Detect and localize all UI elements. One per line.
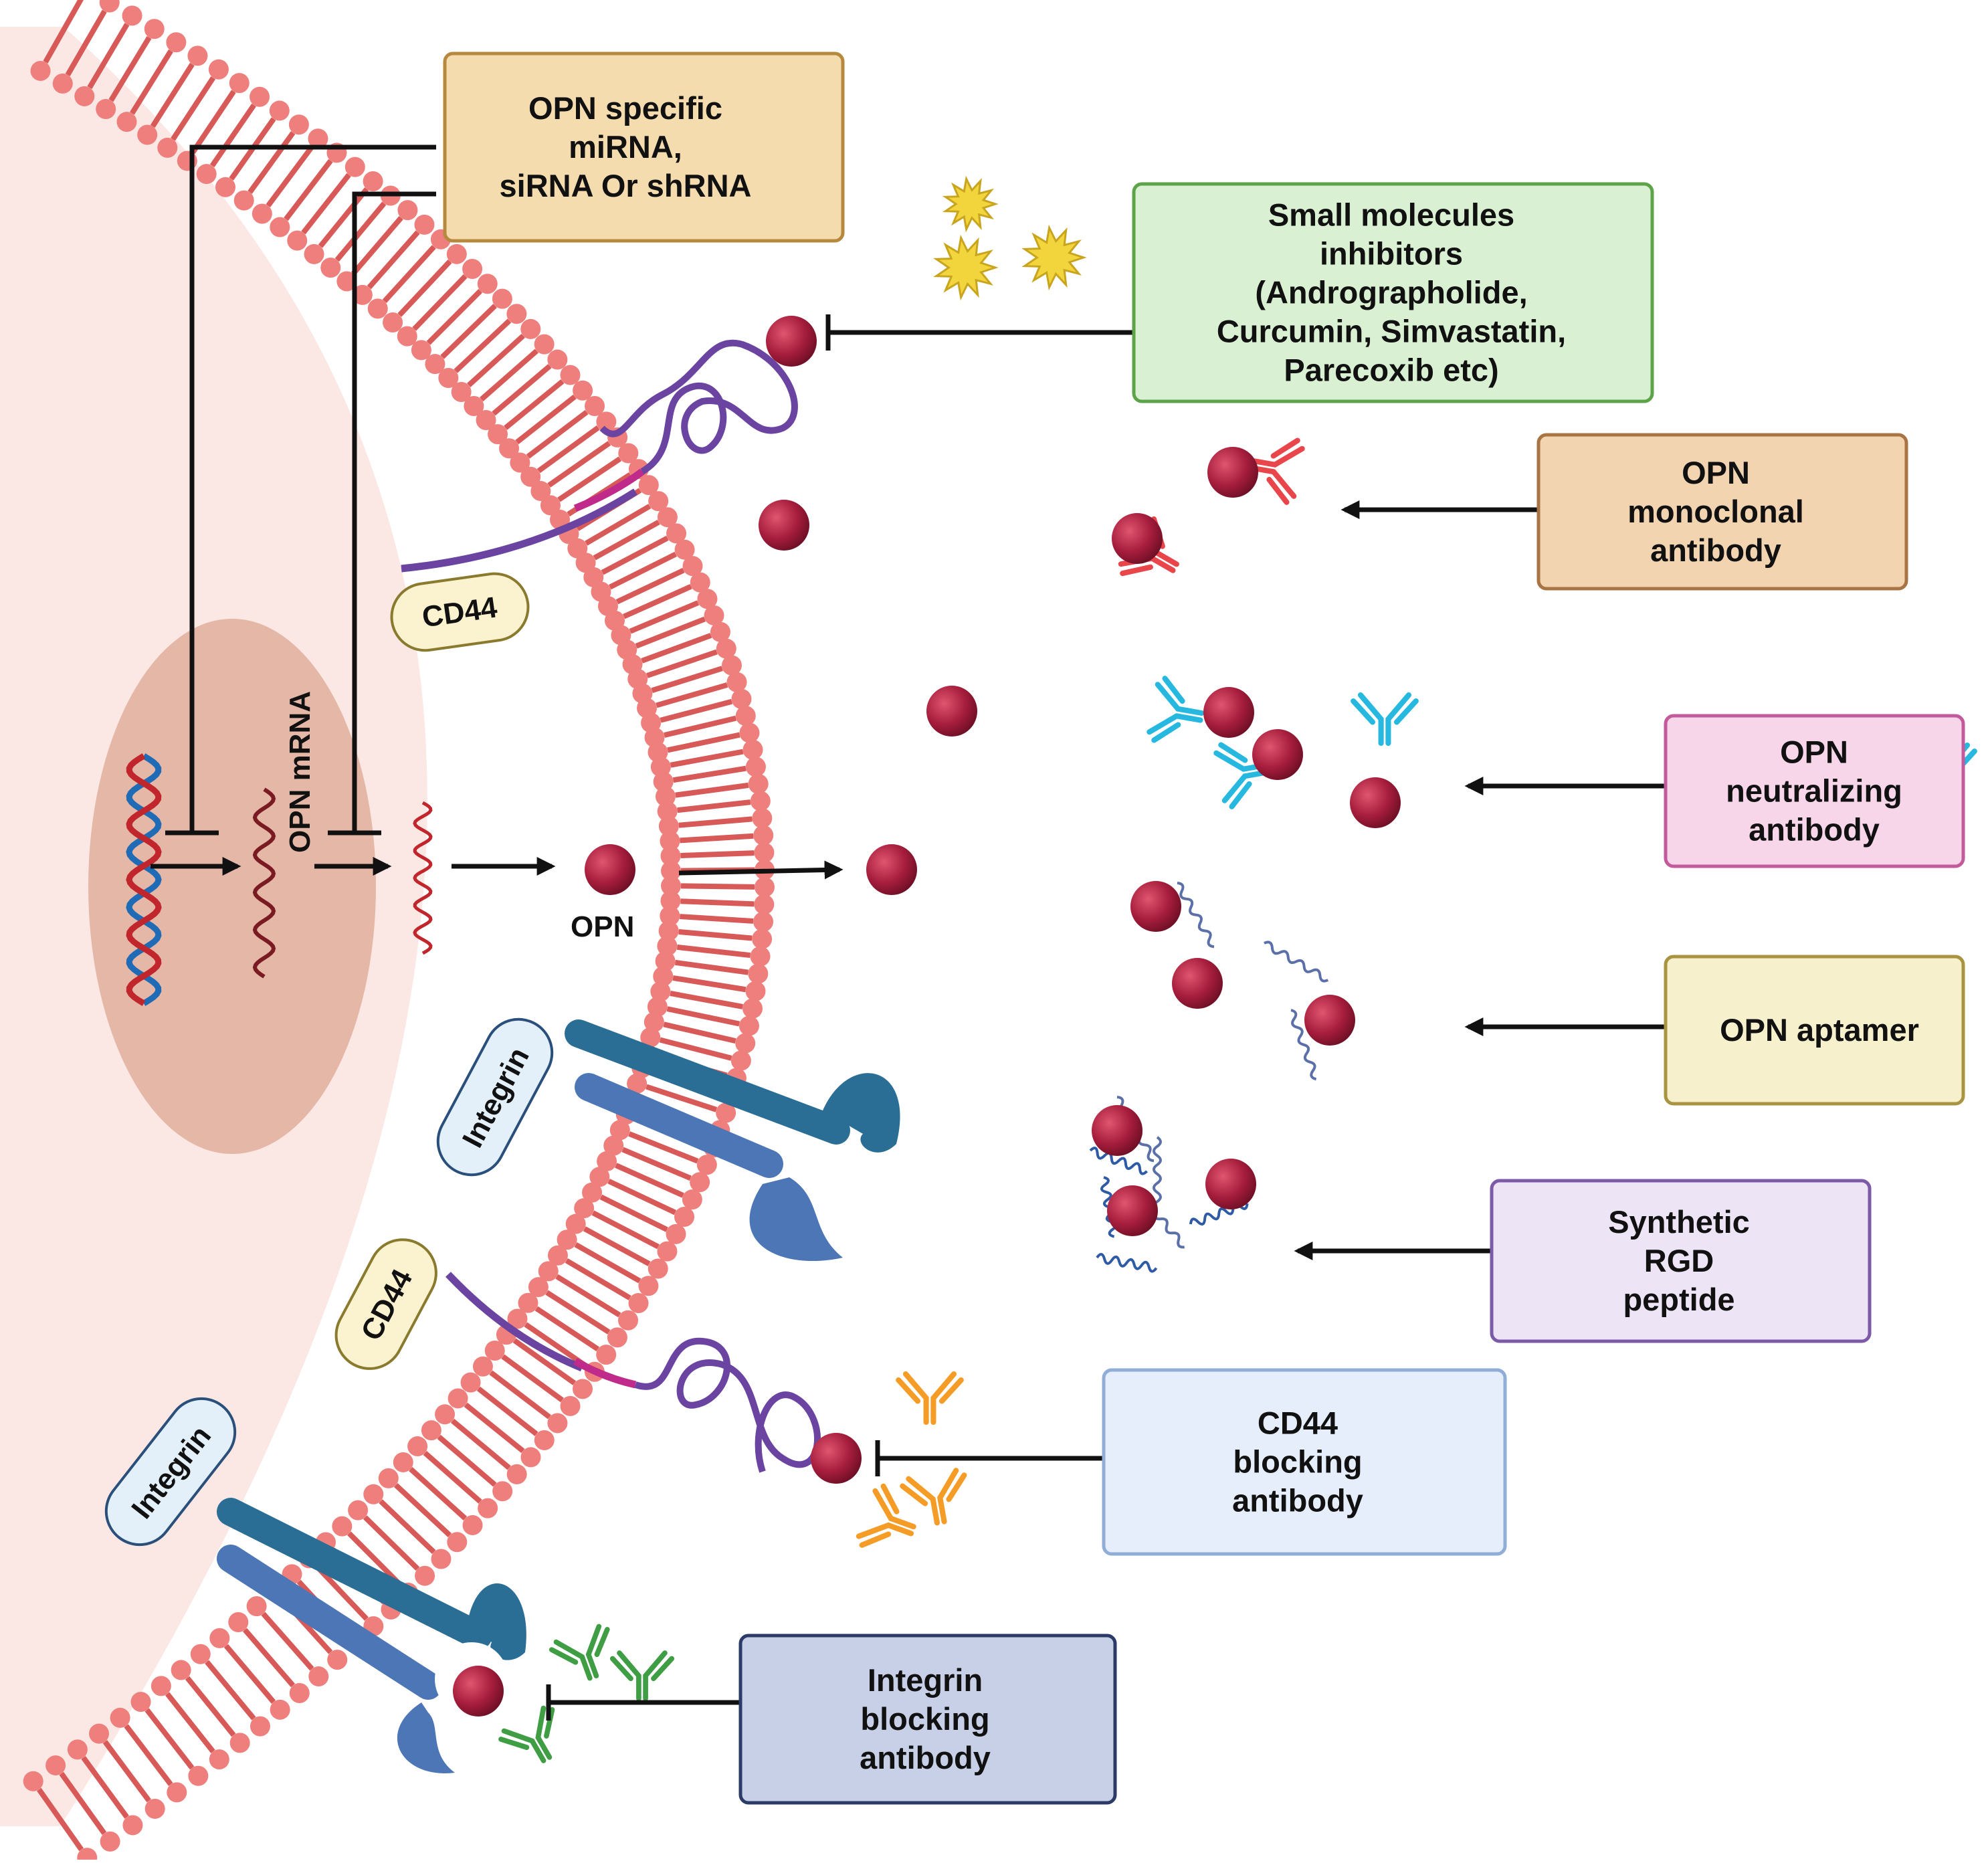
small-molecule-inhibitor-box-line-3: (Andrographolide,: [1255, 275, 1527, 310]
opn-label: OPN: [571, 910, 634, 943]
small-molecule-group: [933, 175, 1087, 301]
small-molecule-icon: [1021, 224, 1087, 291]
small-molecule-icon: [933, 234, 999, 301]
integrin-blocking-antibody-box-line-2: blocking: [860, 1701, 989, 1737]
nucleus: [88, 619, 376, 1154]
antibody-icon: [896, 1371, 964, 1426]
synthetic-rgd-peptide-box-line-1: Synthetic: [1608, 1204, 1750, 1240]
antibody-icon: [900, 1468, 967, 1526]
small-molecule-icon: [942, 175, 999, 233]
small-molecule-inhibitor-box-line-2: inhibitors: [1320, 236, 1463, 272]
opn-neutralizing-antibody-box-line-2: neutralizing: [1726, 773, 1902, 809]
mrna-icon: [252, 787, 276, 979]
opn-neutralizing-antibody-box-line-3: antibody: [1749, 812, 1880, 848]
opn-protein-icon: [1207, 447, 1258, 498]
antibody-icon: [609, 1650, 675, 1701]
transcription-arrows: [151, 857, 843, 880]
small-molecule-inhibitor-box-line-1: Small molecules: [1268, 197, 1514, 233]
opn-protein-icon: [1350, 777, 1401, 828]
opn-protein-icon: [1203, 687, 1254, 738]
rna-inhibitor-box-line-1: OPN specific: [528, 90, 722, 126]
inhibitor-lines: [546, 314, 1666, 1721]
rgd-peptide-icon: [1096, 1253, 1158, 1273]
dna-icon: [126, 753, 162, 1006]
opn-protein-icon: [1304, 995, 1355, 1046]
opn-protein-icon: [1205, 1159, 1256, 1209]
mrna-icon: [413, 801, 433, 955]
integrin-receptor-upper: [565, 1019, 900, 1262]
rgd-peptide-icon: [1089, 1147, 1148, 1175]
antibody-icon: [1147, 676, 1205, 743]
opn-protein-icon: [585, 844, 635, 895]
opn-protein-icon: [759, 500, 809, 551]
small-molecule-inhibitor-box: Small moleculesinhibitors(Andrographolid…: [1132, 182, 1654, 403]
cd44-receptor-lower: [445, 1272, 821, 1473]
aptamer-icon: [1177, 882, 1215, 949]
aptamer-icon: [1290, 1009, 1317, 1081]
opn-protein-icon: [1172, 958, 1223, 1009]
synthetic-rgd-peptide-box-line-2: RGD: [1644, 1243, 1714, 1278]
antibody-icon: [1351, 692, 1419, 747]
integrin-blocking-antibody-box-line-3: antibody: [860, 1740, 991, 1775]
rna-inhibitor-box-line-2: miRNA,: [569, 129, 682, 165]
antibody-icon: [549, 1624, 610, 1681]
opn-neutralizing-antibody-box-line-1: OPN: [1780, 734, 1848, 770]
opn-monoclonal-antibody-box-line-1: OPN: [1682, 455, 1750, 490]
opn-protein-icon: [453, 1666, 504, 1717]
cd44-blocking-antibody-box-line-1: CD44: [1258, 1405, 1338, 1441]
aptamer-icon: [1153, 1136, 1162, 1212]
opn-protein-group: [453, 316, 1401, 1717]
rna-inhibition-lines: [165, 144, 436, 836]
opn-protein-icon: [1112, 513, 1163, 564]
antibody-icon: [856, 1483, 916, 1548]
small-molecule-inhibitor-box-line-4: Curcumin, Simvastatin,: [1217, 314, 1566, 349]
cd44-receptor-upper: [401, 339, 798, 573]
synthetic-rgd-peptide-box-line-3: peptide: [1623, 1282, 1734, 1317]
opn-protein-icon: [1130, 881, 1181, 932]
integrin-blocking-antibody-box-line-1: Integrin: [868, 1662, 983, 1698]
rna-inhibitor-box-line-3: siRNA Or shRNA: [500, 168, 752, 203]
integrin-receptor-lower: [217, 1498, 526, 1773]
integrin-tag-upper: Integrin: [436, 1017, 554, 1177]
opn-protein-icon: [1252, 729, 1303, 780]
opn-protein-icon: [1107, 1185, 1158, 1236]
cd44-blocking-antibody-box-line-3: antibody: [1232, 1483, 1363, 1518]
opn-aptamer-box-line-1: OPN aptamer: [1720, 1012, 1919, 1048]
opn-protein-icon: [766, 316, 817, 367]
opn-protein-icon: [866, 844, 917, 895]
opn-monoclonal-antibody-box-line-3: antibody: [1650, 532, 1781, 568]
opn-mrna-label: OPN mRNA: [284, 691, 316, 853]
small-molecule-inhibitor-box-line-5: Parecoxib etc): [1284, 353, 1498, 388]
antibody-icon: [498, 1705, 555, 1763]
cd44-tag-lower: CD44: [334, 1238, 437, 1370]
opn-protein-icon: [926, 686, 977, 737]
aptamer-icon: [1264, 941, 1329, 983]
cd44-blocking-antibody-box-line-2: blocking: [1233, 1444, 1362, 1480]
cd44-tag-upper: CD44: [390, 572, 530, 652]
opn-protein-icon: [811, 1433, 862, 1484]
opn-monoclonal-antibody-box-line-2: monoclonal: [1627, 494, 1804, 529]
opn-protein-icon: [1092, 1105, 1142, 1156]
opn-aptamer-box: OPN aptamer: [1664, 955, 1965, 1106]
